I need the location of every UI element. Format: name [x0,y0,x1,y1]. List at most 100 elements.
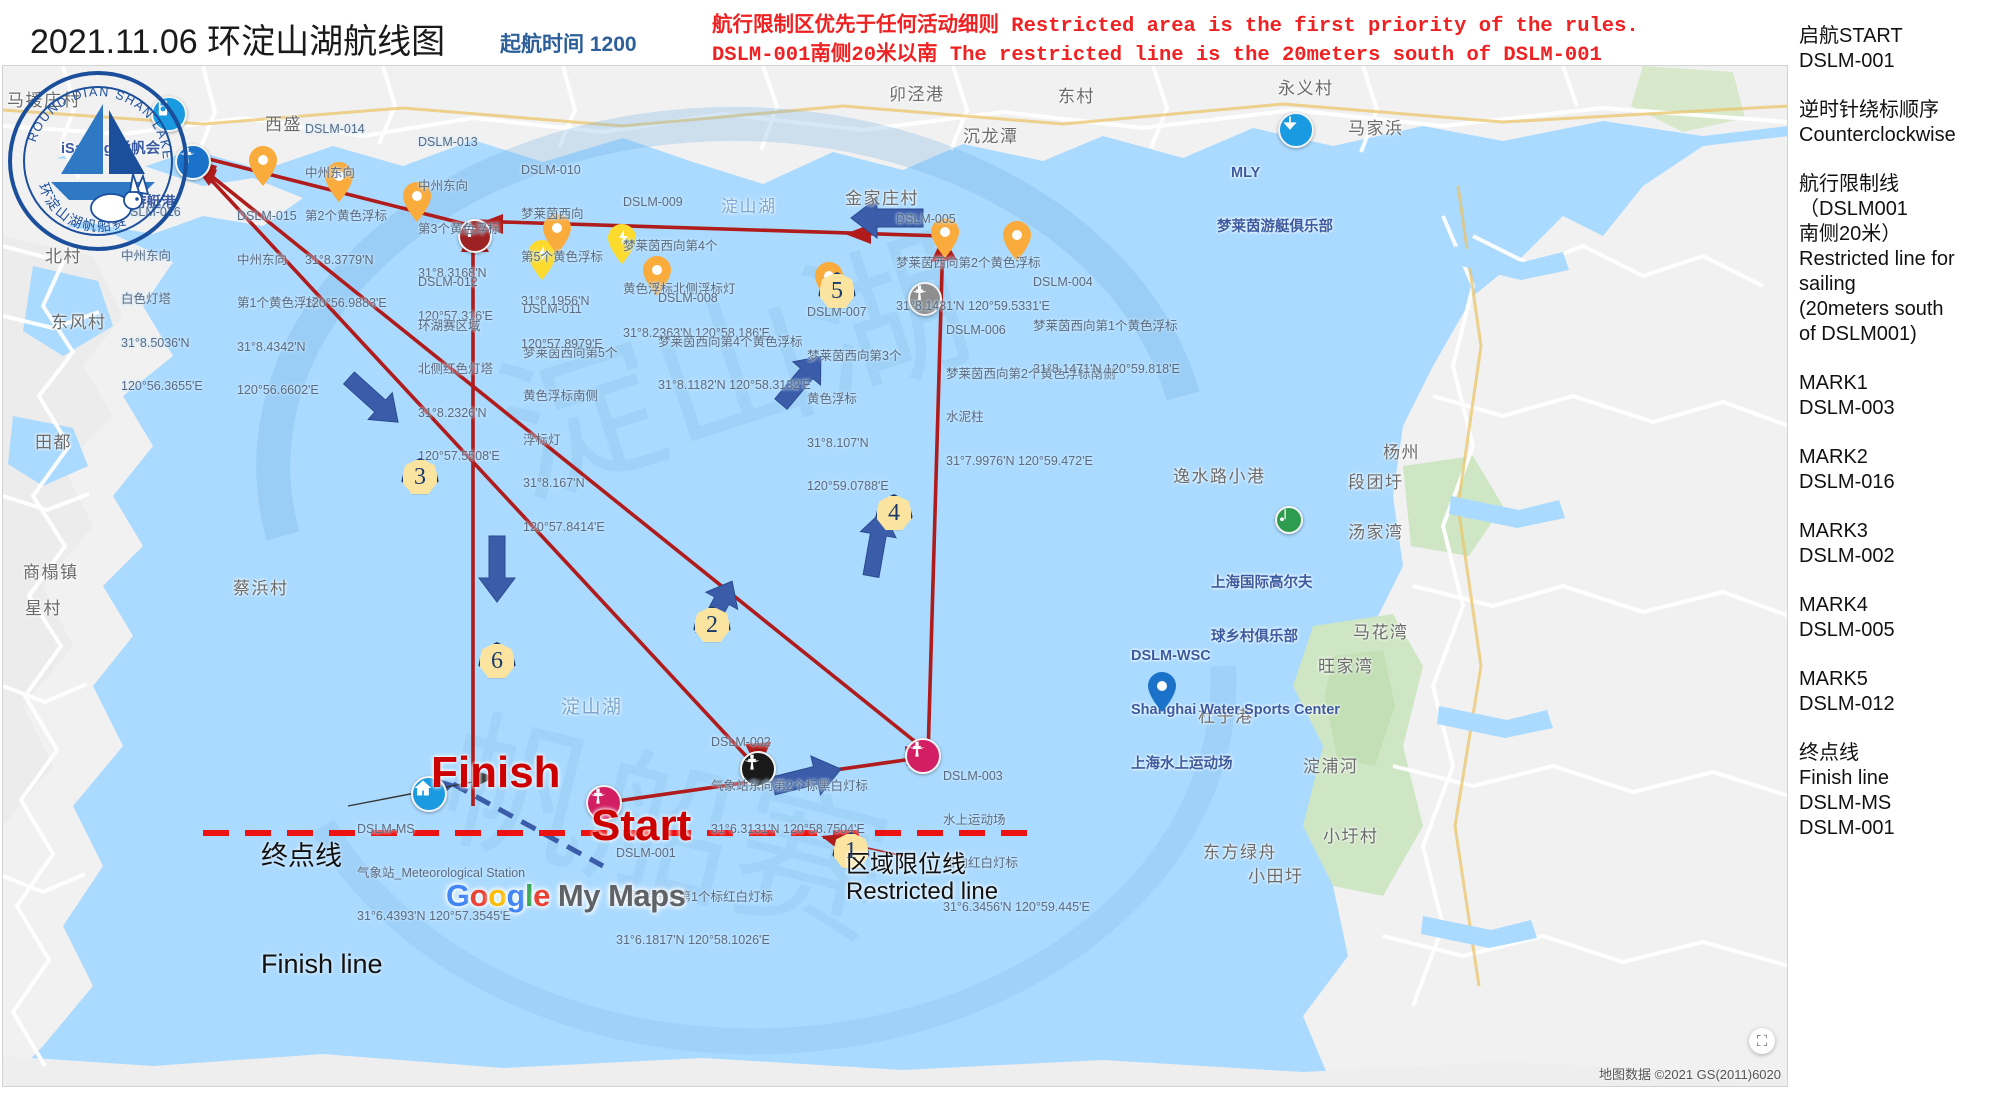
dslm-010-buoy-pin[interactable] [543,214,571,254]
dslm-015-buoy-pin[interactable] [249,146,277,186]
dslm-013-buoy-pin[interactable] [403,182,431,222]
placename-tiandu: 田都 [35,433,72,452]
placename-xiaotianxu: 小田圩 [1248,867,1304,886]
placename-wangjiawan: 旺家湾 [1318,657,1374,676]
placename-yongyicun: 永义村 [1278,79,1334,98]
placename-maojinggang: 卯泾港 [889,85,945,104]
legend-direction-l0: 逆时针绕标顺序 [1799,99,1939,121]
fullscreen-icon[interactable]: ⛶ [1749,1028,1775,1054]
finishline-en: Finish line [261,949,383,979]
waypoint-2[interactable]: 2 [693,606,731,644]
restricted-line-cn: 区域限位线 [846,851,966,878]
legend-restricted: 航行限制线 （DSLM001 南侧20米） Restricted line fo… [1799,172,1987,347]
race-route-lines [187,152,945,806]
warning-line-2: DSLM-001南侧20米以南 The restricted line is t… [712,44,1602,67]
start-time-label: 起航时间 1200 [500,33,637,56]
placename-shangtazhen: 商榻镇 [23,563,79,582]
dslm-ms-home-icon[interactable] [411,776,447,812]
legend-restricted-l6: of DSLM001) [1799,323,1917,345]
poi-wsc-line3: 上海水上运动场 [1131,756,1233,772]
placename-duantuanxu: 段团圩 [1348,473,1404,492]
legend-mark2-l0: MARK2 [1799,446,1868,468]
wsc-marker-icon[interactable] [1148,672,1176,712]
dslm-005-buoy-pin[interactable] [931,218,959,258]
legend-mark5-l0: MARK5 [1799,668,1868,690]
dslm-009-light-pin[interactable] [608,224,636,264]
restricted-line-en: Restricted line [846,878,999,905]
poi-mly-line1: MLY [1231,165,1261,181]
dslm-008-buoy-pin[interactable] [643,256,671,296]
finishline-cn: 终点线 [261,841,342,871]
legend-finish-l1: Finish line [1799,767,1890,789]
map-basemap: 淀山湖 帆船赛 [3,66,1787,1086]
legend-finish: 终点线 Finish line DSLM-MS DSLM-001 [1799,741,1987,841]
placename-duzigang: 杜子港 [1198,707,1254,726]
legend-direction-l1: Counterclockwise [1799,124,1956,146]
placename-xisheng: 西盛 [265,115,302,134]
legend-mark4: MARK4 DSLM-005 [1799,593,1987,643]
dslm-006-lighthouse-icon[interactable] [908,282,942,316]
legend-restricted-l3: Restricted line for [1799,248,1955,270]
legend-sidebar: 启航START DSLM-001 逆时针绕标顺序 Counterclockwis… [1793,6,1991,1101]
legend-mark2-l1: DSLM-016 [1799,471,1895,493]
dslm-001-lighthouse-icon[interactable] [586,785,622,821]
legend-restricted-l1: （DSLM001 [1799,198,1908,220]
waypoint-3[interactable]: 3 [401,458,439,496]
waypoint-1[interactable]: 1 [832,832,870,870]
legend-mark3-l1: DSLM-002 [1799,545,1895,567]
legend-mark2: MARK2 DSLM-016 [1799,445,1987,495]
dslm-002-lighthouse-icon[interactable] [740,751,776,787]
legend-mark1-l0: MARK1 [1799,372,1868,394]
placename-chenlongtan: 沉龙潭 [963,127,1019,146]
legend-mark4-l0: MARK4 [1799,594,1868,616]
placename-xingcun: 星村 [25,599,62,618]
waypoint-5-number: 5 [831,277,843,304]
waypoint-6[interactable]: 6 [478,642,516,680]
placename-dianpuhe: 淀浦河 [1303,757,1359,776]
placename-tangjiawan: 汤家湾 [1348,523,1404,542]
placename-dongfengcun: 东风村 [51,313,107,332]
waypoint-4[interactable]: 4 [875,494,913,532]
waypoint-3-number: 3 [414,463,426,490]
placename-beicun: 北村 [45,247,82,266]
dslm-014-buoy-pin[interactable] [325,162,353,202]
golf-icon[interactable] [1275,506,1303,534]
placename-mahuawan: 马花湾 [1353,623,1409,642]
placename-yangzhou: 杨州 [1383,443,1420,462]
placename-majiabang: 马家浜 [1348,119,1404,138]
direction-arrows [342,196,924,796]
placename-dongfanglvzhou: 东方绿舟 [1203,843,1277,862]
legend-mark5: MARK5 DSLM-012 [1799,667,1987,717]
legend-start: 启航START DSLM-001 [1799,24,1987,74]
page-header: 2021.11.06 环淀山湖航线图 起航时间 1200 航行限制区优先于任何活… [0,0,1991,72]
placename-dianshanhu-north: 淀山湖 [721,197,777,216]
dslm-011-light-pin[interactable] [528,240,556,280]
legend-direction: 逆时针绕标顺序 Counterclockwise [1799,98,1987,148]
waypoint-2-number: 2 [706,611,718,638]
legend-finish-l2: DSLM-MS [1799,792,1892,814]
race-course-map[interactable]: 淀山湖 帆船赛 [2,65,1788,1087]
placename-dongcun: 东村 [1058,87,1095,106]
legend-mark4-l1: DSLM-005 [1799,619,1895,641]
legend-mark3-l0: MARK3 [1799,520,1868,542]
legend-restricted-l4: sailing [1799,273,1856,295]
poi-mly-line2: 梦莱茵游艇俱乐部 [1217,219,1333,235]
warning-line-1: 航行限制区优先于任何活动细则 Restricted area is the fi… [712,15,1639,38]
waypoint-5[interactable]: 5 [818,272,856,310]
race-logo: ROUND DIAN SHAN LAKE 环淀山湖帆船赛 [8,71,188,251]
legend-finish-l0: 终点线 [1799,742,1859,764]
marina-icon[interactable] [151,96,187,132]
legend-start-l1: DSLM-001 [1799,50,1895,72]
dslm-004-buoy-pin[interactable] [1003,221,1031,261]
finish-label: Finish [431,748,561,797]
poi-golf-line1: 上海国际高尔夫 [1211,575,1313,591]
placename-caibangcun: 蔡浜村 [233,579,289,598]
waypoint-4-number: 4 [888,499,900,526]
dslm-003-lighthouse-icon[interactable] [905,738,941,774]
placename-xiaoyucun: 小圩村 [1323,827,1379,846]
placename-yishuiluxiaogang: 逸水路小港 [1173,467,1266,486]
dslm-012-lighthouse-icon[interactable] [458,219,492,253]
placename-jinjiazhuangcun: 金家庄村 [845,189,919,208]
waypoint-1-number: 1 [845,837,857,864]
mly-marina-icon[interactable] [1278,112,1314,148]
